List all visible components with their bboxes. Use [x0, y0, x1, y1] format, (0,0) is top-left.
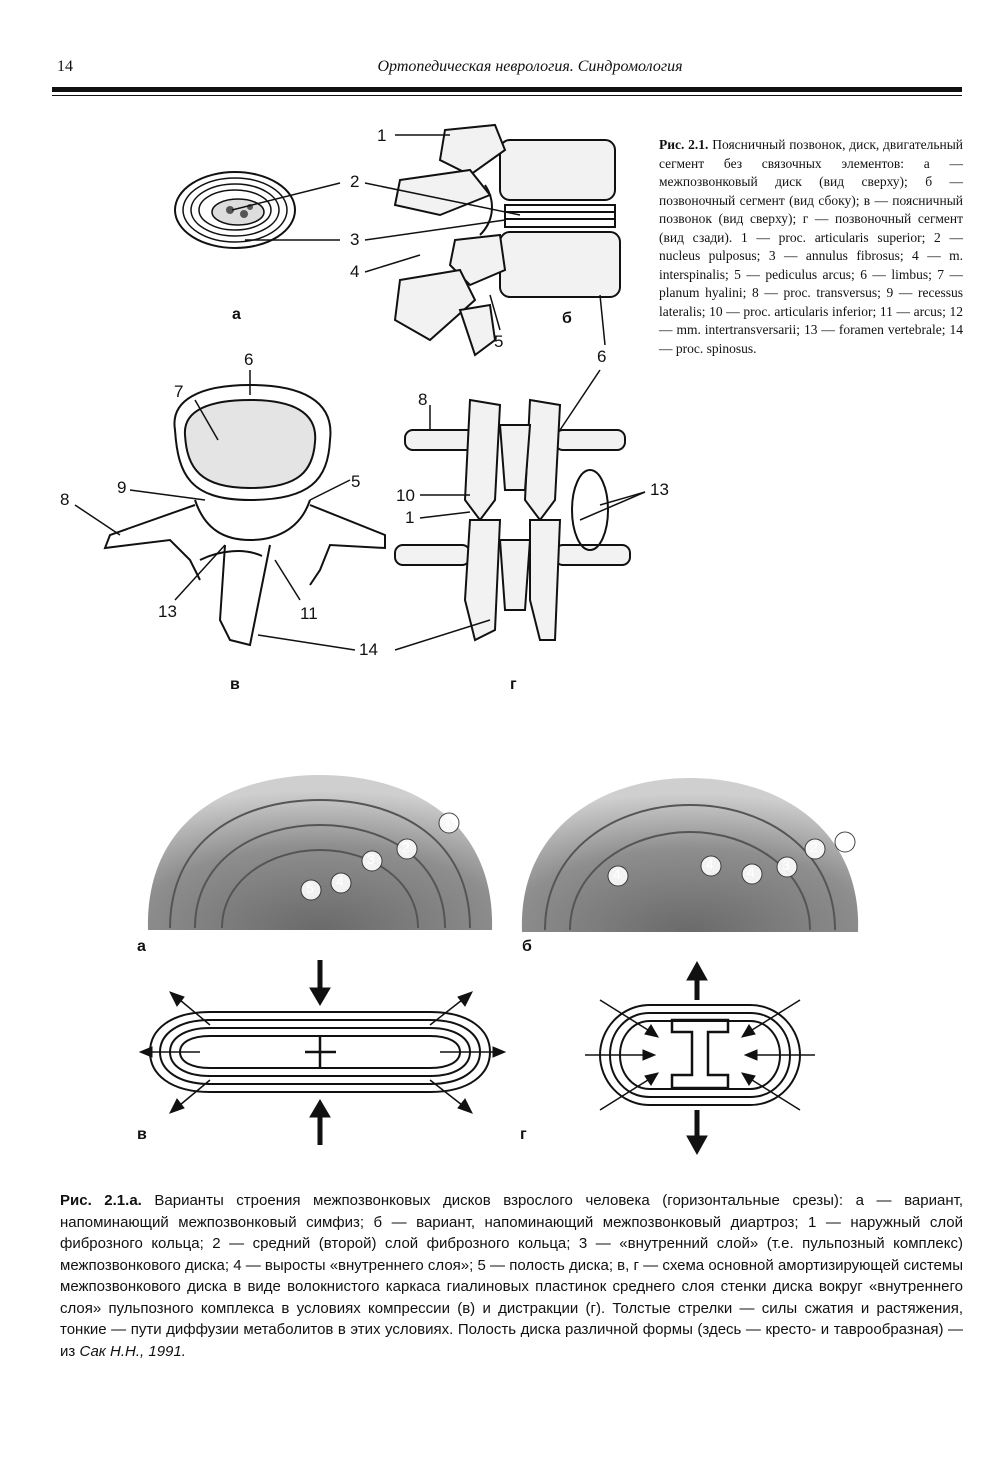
- disc-b-mark-2: 2: [810, 839, 818, 855]
- label-7: 7: [174, 382, 184, 401]
- figure-2-1a-caption-label: Рис. 2.1.а.: [60, 1192, 142, 1209]
- panel-letter-2-1a-a: а: [137, 938, 146, 955]
- figure-2-1a-illustration: [138, 775, 859, 1156]
- disc-a-marks: [300, 812, 460, 901]
- figure-2-1a-caption: Рис. 2.1.а. Варианты строения межпозвонк…: [60, 1190, 963, 1362]
- leader-lines: [74, 134, 646, 651]
- figure-2-1a-caption-citation: Сак Н.Н., 1991.: [79, 1342, 186, 1360]
- label-6-b: 6: [597, 347, 607, 366]
- disc-a-mark-1: 1: [444, 813, 452, 829]
- figure-2-1-caption-label: Рис. 2.1.: [659, 137, 709, 152]
- spinal-segment-posterior-drawing: [394, 398, 631, 642]
- label-11: 11: [300, 604, 318, 623]
- distraction-arrows: [585, 960, 815, 1156]
- panel-letter-g: г: [510, 676, 517, 693]
- page-number: 14: [57, 58, 73, 75]
- disc-b-mark-4a: 4: [747, 864, 755, 880]
- disc-b-mark-3: 3: [782, 857, 790, 873]
- label-3: 3: [350, 230, 360, 249]
- label-8-g: 8: [418, 390, 428, 409]
- panel-letter-b: б: [562, 310, 572, 327]
- schema-distraction: [598, 1004, 802, 1106]
- disc-section-b: [521, 778, 859, 932]
- label-9: 9: [117, 478, 127, 497]
- panel-letter-v: в: [230, 676, 240, 693]
- panel-letter-2-1a-g: г: [520, 1126, 527, 1143]
- label-1-g: 1: [405, 508, 415, 527]
- label-5-v: 5: [351, 472, 361, 491]
- panel-letter-a: а: [232, 306, 241, 323]
- header-rule-thin: [52, 95, 962, 96]
- disc-b-mark-4b: 4: [706, 856, 714, 872]
- label-5-b: 5: [494, 332, 504, 351]
- vertebra-top-view-drawing: [103, 383, 386, 647]
- disc-a-mark-4: 4: [336, 873, 344, 889]
- label-2: 2: [350, 172, 360, 191]
- label-14: 14: [359, 640, 378, 659]
- label-8-v: 8: [60, 490, 70, 509]
- figure-2-1a-caption-text: Варианты строения межпозвонковых дисков …: [60, 1192, 963, 1360]
- compression-arrows: [138, 960, 507, 1145]
- running-head: Ортопедическая неврология. Синдромология: [377, 58, 683, 75]
- spinal-segment-side-drawing: [393, 123, 621, 357]
- disc-b-mark-1: 1: [840, 832, 848, 848]
- disc-section-a: [147, 775, 493, 930]
- schema-compression: [148, 1011, 492, 1093]
- header-rule-thick: [52, 87, 962, 92]
- figure-2-1-caption-text: Поясничный позвонок, диск, двигательный …: [659, 137, 963, 356]
- label-13-v: 13: [158, 602, 177, 621]
- label-4: 4: [350, 262, 360, 281]
- panel-letter-2-1a-v: в: [137, 1126, 147, 1143]
- panel-letter-2-1a-b: б: [522, 938, 532, 955]
- disc-a-mark-3: 3: [367, 851, 375, 867]
- figure-2-1-illustration: [74, 123, 646, 651]
- label-6-v: 6: [244, 350, 254, 369]
- disc-a-mark-5: 5: [306, 880, 314, 896]
- disc-a-mark-2: 2: [402, 839, 410, 855]
- label-13-g: 13: [650, 480, 669, 499]
- label-1-b: 1: [377, 126, 387, 145]
- disc-b-marks: [607, 831, 856, 887]
- figure-2-1-caption: Рис. 2.1. Поясничный позвонок, диск, дви…: [659, 136, 963, 358]
- disc-b-mark-4c: 4: [613, 866, 621, 882]
- label-10: 10: [396, 486, 415, 505]
